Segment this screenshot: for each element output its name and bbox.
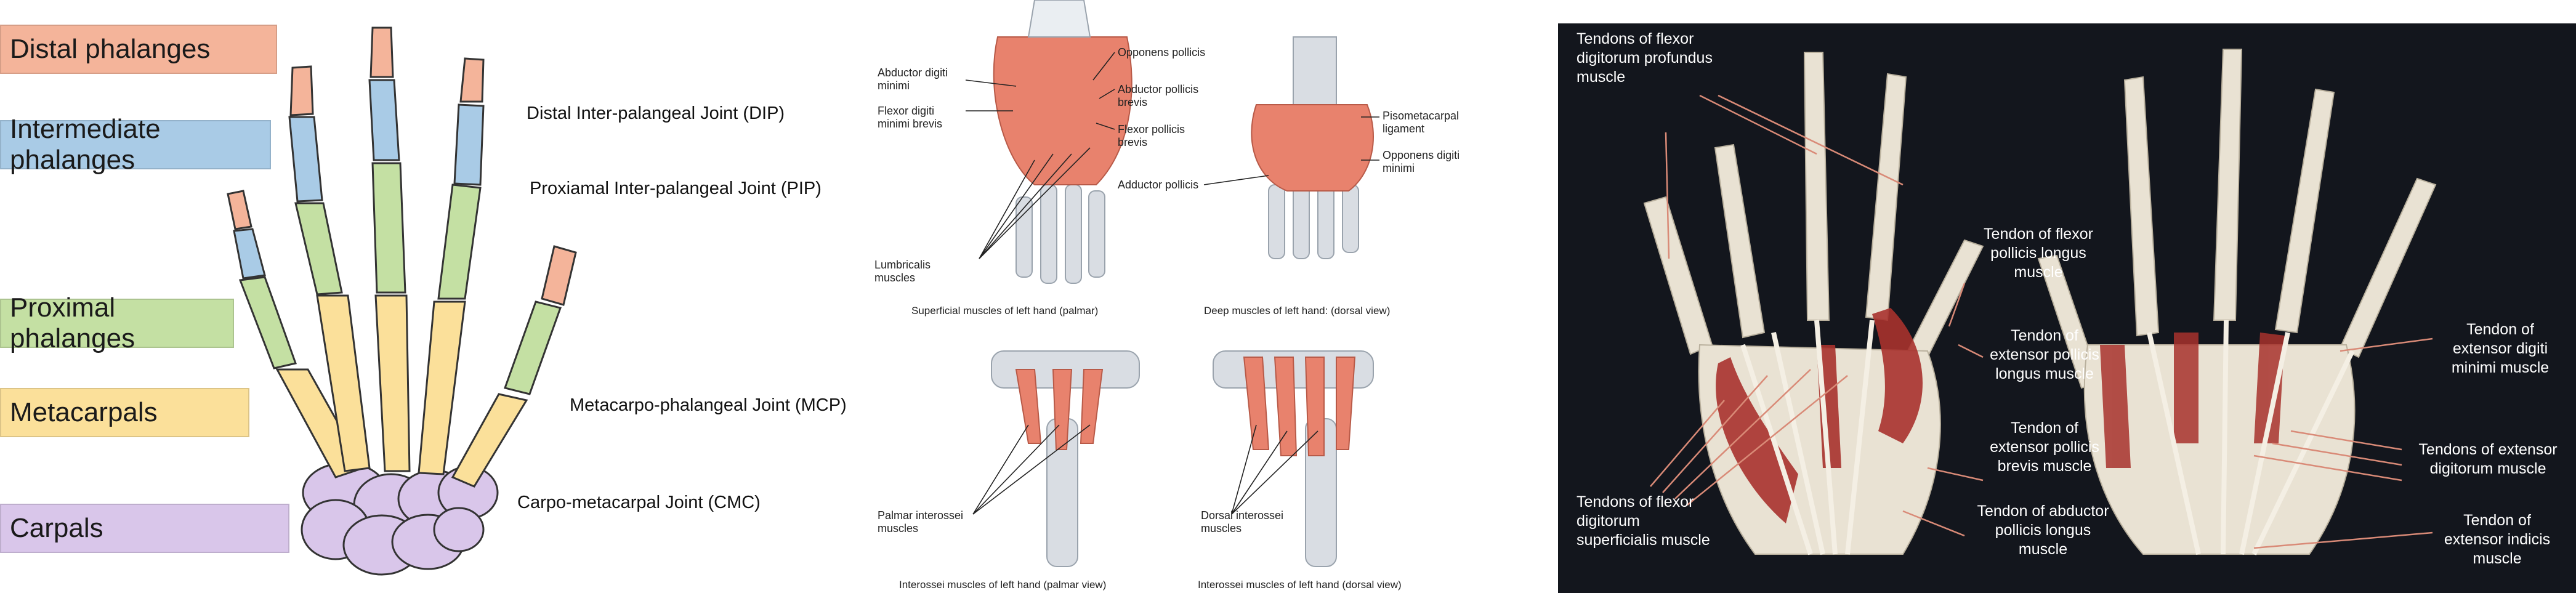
label-abductor-digiti-minimi: Abductor digiti minimi xyxy=(878,67,948,92)
label-tendons-ed: Tendons of extensor digitorum muscle xyxy=(2418,441,2558,477)
category-label: Metacarpals xyxy=(10,397,158,427)
label-tendon-edm: Tendon of extensor digiti minimi muscle xyxy=(2451,321,2550,376)
interossei-dorsal-hand xyxy=(1213,350,1374,567)
proximal-phalanges xyxy=(238,162,562,395)
label-opponens-digiti-minimi: Opponens digiti minimi xyxy=(1383,149,1460,174)
category-label: Carpals xyxy=(10,513,103,543)
label-dorsal-interossei: Dorsal interossei muscles xyxy=(1201,509,1284,535)
label-adductor-pollicis: Adductor pollicis xyxy=(1118,179,1199,191)
muscles-panel: Abductor digiti minimi Flexor digiti min… xyxy=(850,0,1558,593)
dorsal-hand-render xyxy=(2037,49,2437,555)
metacarpal-bones xyxy=(275,294,528,488)
category-proximal-phalanges: Proximal phalanges xyxy=(0,292,234,353)
joint-label-dip: Distal Inter-palangeal Joint (DIP) xyxy=(527,103,785,123)
label-opponens-pollicis: Opponens pollicis xyxy=(1118,46,1206,58)
joint-label-mcp: Metacarpo-phalangeal Joint (MCP) xyxy=(570,395,847,415)
label-flexor-digiti-minimi-brevis: Flexor digiti minimi brevis xyxy=(878,105,943,130)
tendons-panel: Tendons of flexor digitorum profundus mu… xyxy=(1558,0,2576,593)
label-tendon-apl: Tendon of abductor pollicis longus muscl… xyxy=(1977,502,2109,558)
tendon-leader-lines xyxy=(1650,94,2433,549)
label-tendon-epb: Tendon of extensor pollicis brevis muscl… xyxy=(1990,419,2099,475)
palmar-hand-render xyxy=(1643,52,1984,555)
category-distal-phalanges: Distal phalanges xyxy=(0,25,277,74)
hand-muscle-illustrations xyxy=(965,0,1379,567)
intermediate-phalanges xyxy=(233,79,485,280)
carpal-bones xyxy=(301,462,499,576)
label-palmar-interossei: Palmar interossei muscles xyxy=(878,509,964,535)
hand-skeleton-illustration xyxy=(227,26,577,576)
caption-interossei-dorsal: Interossei muscles of left hand (dorsal … xyxy=(1198,579,1402,591)
category-carpals: Carpals xyxy=(0,504,289,553)
category-label: Distal phalanges xyxy=(10,34,211,64)
label-tendon-epl: Tendon of extensor pollicis longus muscl… xyxy=(1990,327,2099,382)
category-metacarpals: Metacarpals xyxy=(0,388,249,437)
label-tendon-ei: Tendon of extensor indicis muscle xyxy=(2444,512,2551,567)
distal-phalanges xyxy=(227,26,577,306)
category-intermediate-phalanges: Intermediate phalanges xyxy=(0,114,271,175)
hand-tendon-illustration xyxy=(1643,49,2437,555)
label-tendons-fdp: Tendons of flexor digitorum profundus mu… xyxy=(1577,30,1713,86)
label-tendons-fds: Tendons of flexor digitorum superficiali… xyxy=(1577,493,1710,549)
category-label: Proximal phalanges xyxy=(10,292,135,353)
bones-panel: Distal phalanges Intermediate phalanges … xyxy=(0,0,850,593)
label-pisometacarpal-ligament: Pisometacarpal ligament xyxy=(1383,110,1460,135)
label-tendon-fpl: Tendon of flexor pollicis longus muscle xyxy=(1984,225,2093,281)
category-label: Intermediate phalanges xyxy=(10,114,161,175)
label-lumbricalis-muscles: Lumbricalis muscles xyxy=(874,259,931,284)
muscle-leader-lines xyxy=(965,52,1379,515)
deep-dorsal-hand xyxy=(1251,36,1374,259)
joint-label-cmc: Carpo-metacarpal Joint (CMC) xyxy=(517,493,761,512)
caption-interossei-palmar: Interossei muscles of left hand (palmar … xyxy=(899,579,1107,591)
superficial-palmar-hand xyxy=(993,0,1133,284)
caption-deep: Deep muscles of left hand: (dorsal view) xyxy=(1204,305,1391,317)
joint-label-pip: Proxiamal Inter-palangeal Joint (PIP) xyxy=(530,179,822,198)
caption-superficial: Superficial muscles of left hand (palmar… xyxy=(911,305,1099,317)
interossei-palmar-hand xyxy=(991,350,1140,567)
label-flexor-pollicis-brevis: Flexor pollicis brevis xyxy=(1118,123,1185,148)
label-abductor-pollicis-brevis: Abductor pollicis brevis xyxy=(1118,83,1199,108)
